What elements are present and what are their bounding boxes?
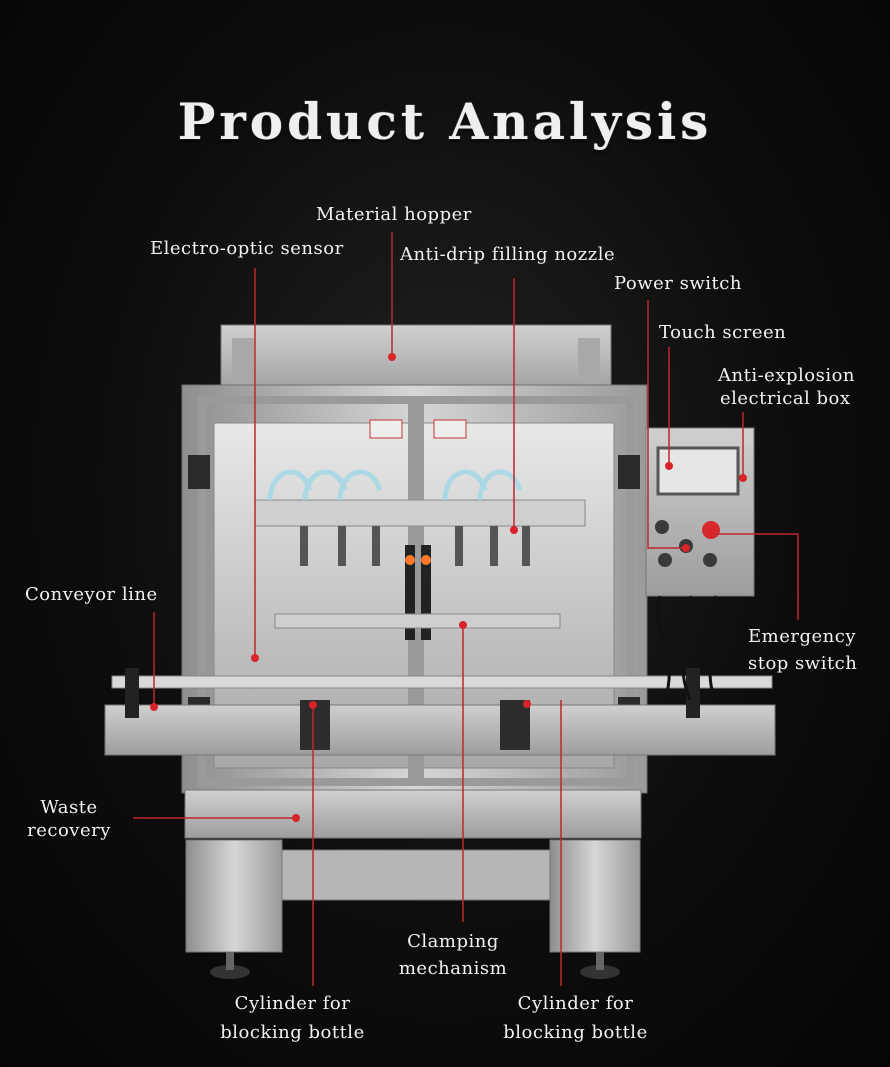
label-conveyor-line: Conveyor line bbox=[25, 584, 158, 605]
label-anti-explosion-line1: Anti-explosion bbox=[718, 365, 856, 386]
waste-tray bbox=[184, 789, 642, 839]
emergency-stop bbox=[702, 521, 720, 539]
label-cylinder-left-line1: Cylinder for bbox=[234, 993, 351, 1014]
label-clamping-line1: Clamping bbox=[407, 931, 499, 952]
label-cylinder-left-line2: blocking bottle bbox=[220, 1022, 365, 1043]
label-clamping-line2: mechanism bbox=[398, 958, 508, 979]
conveyor bbox=[104, 704, 776, 756]
label-emergency-line2: stop switch bbox=[748, 653, 858, 674]
label-waste-line2: recovery bbox=[27, 820, 111, 841]
label-waste-line1: Waste bbox=[40, 797, 98, 818]
label-anti-explosion-line2: electrical box bbox=[720, 388, 851, 409]
label-cylinder-right-line2: blocking bottle bbox=[503, 1022, 648, 1043]
label-touch-screen: Touch screen bbox=[659, 322, 787, 343]
page-title: Product Analysis bbox=[177, 92, 713, 151]
label-anti-drip-nozzle: Anti-drip filling nozzle bbox=[400, 244, 616, 265]
label-electro-optic-sensor: Electro-optic sensor bbox=[150, 238, 344, 259]
touch-screen bbox=[656, 446, 740, 496]
label-material-hopper: Material hopper bbox=[316, 204, 472, 225]
label-power-switch: Power switch bbox=[614, 273, 742, 294]
label-emergency-line1: Emergency bbox=[748, 626, 856, 647]
label-cylinder-right-line1: Cylinder for bbox=[517, 993, 634, 1014]
